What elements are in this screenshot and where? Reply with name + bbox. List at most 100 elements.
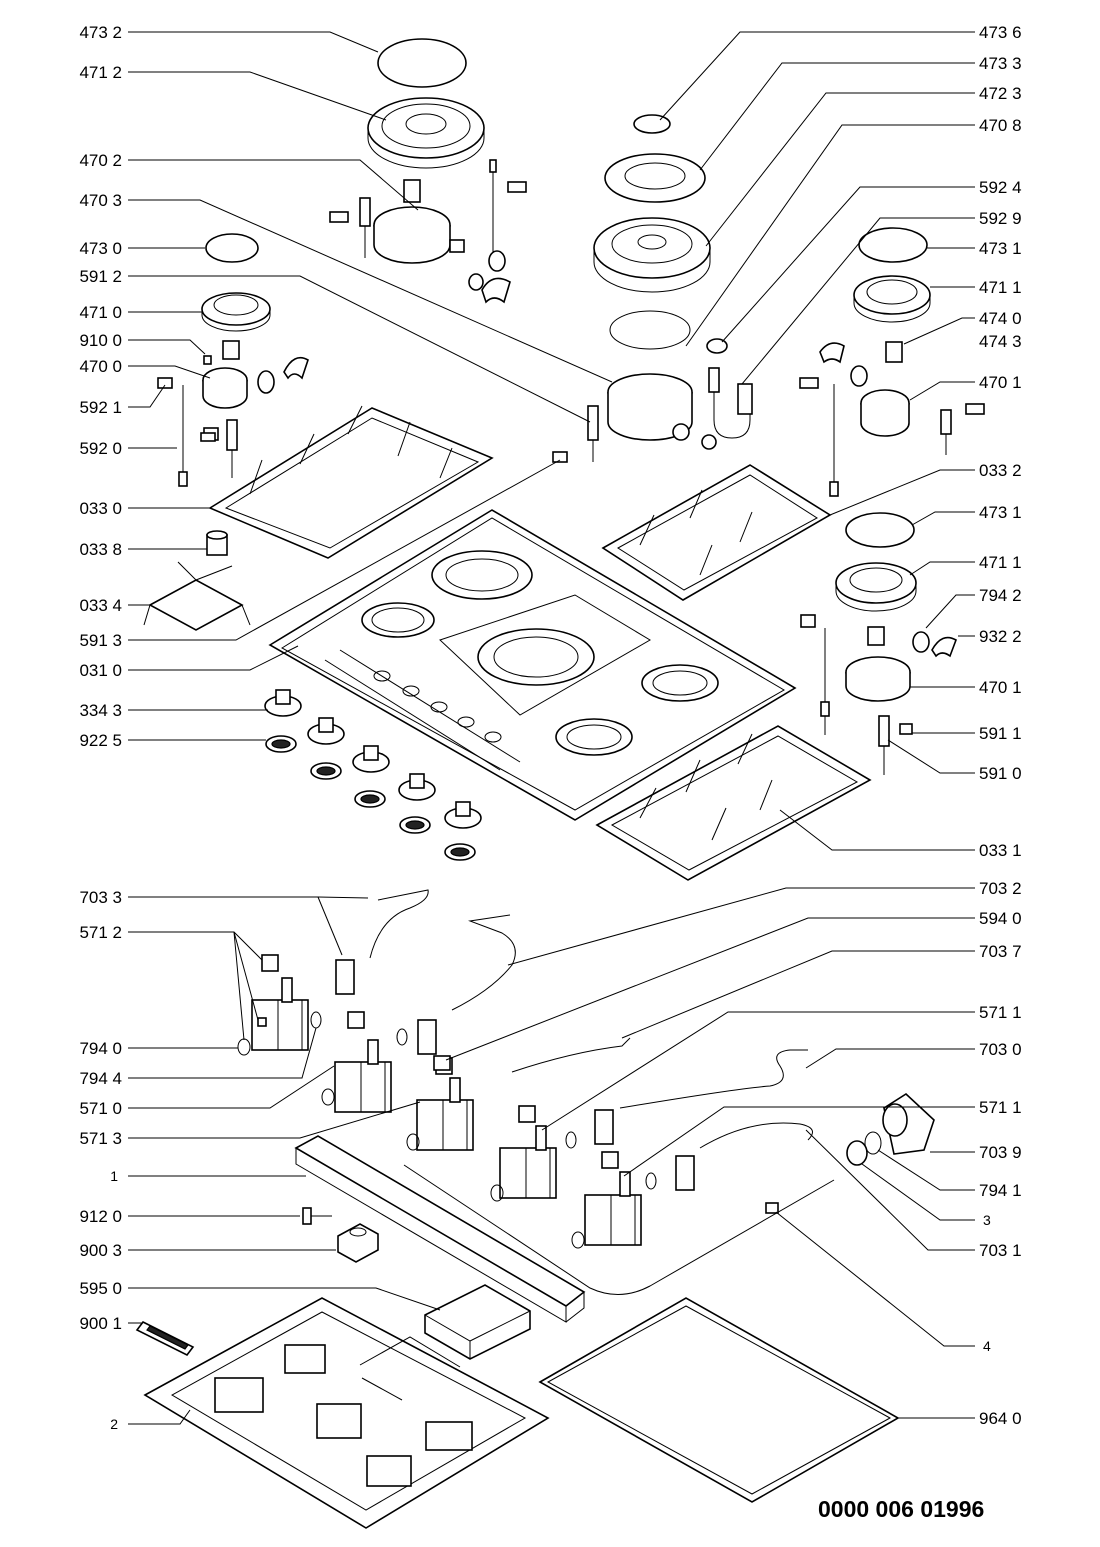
part-label: 591 2 [79, 267, 122, 286]
part-label: 033 2 [979, 461, 1022, 480]
part-label: 1 [110, 1168, 118, 1184]
burner-crown-right-rear [853, 275, 931, 323]
part-label: 571 2 [79, 923, 122, 942]
part-label: 473 1 [979, 503, 1022, 522]
part-label: 594 0 [979, 909, 1022, 928]
part-label: 592 0 [79, 439, 122, 458]
part-label: 470 8 [979, 116, 1022, 135]
burner-cap-right-front [845, 512, 915, 548]
part-label: 473 6 [979, 23, 1022, 42]
screw [302, 1207, 332, 1225]
part-label: 033 4 [79, 596, 122, 615]
part-label: 470 1 [979, 373, 1022, 392]
gas-inlet-elbow [846, 1092, 935, 1166]
knob-spindle-adapter [206, 530, 228, 556]
part-label: 471 2 [79, 63, 122, 82]
burner-crown-small-left [201, 292, 271, 332]
part-label: 912 0 [79, 1207, 122, 1226]
burner-body-left-small [202, 340, 309, 409]
burner-body-right-rear [819, 341, 910, 437]
part-label: 473 1 [979, 239, 1022, 258]
part-label: 3 [983, 1212, 991, 1228]
leader-lines [128, 31, 975, 1425]
part-label: 033 0 [79, 499, 122, 518]
labels-left: 473 2 471 2 470 2 470 3 473 0 591 2 471 … [79, 23, 122, 1432]
valve-clips [335, 959, 695, 1191]
part-label: 592 4 [979, 178, 1022, 197]
part-label: 591 1 [979, 724, 1022, 743]
burner-body-triple [607, 373, 717, 450]
part-label: 472 3 [979, 84, 1022, 103]
gas-valves [237, 954, 695, 1249]
part-label: 703 7 [979, 942, 1022, 961]
gas-pipes [369, 889, 835, 1296]
burner-seal-ring [609, 310, 691, 350]
part-label: 571 1 [979, 1003, 1022, 1022]
part-label: 932 2 [979, 627, 1022, 646]
knob-bezels [265, 735, 476, 861]
hob-top-plate [268, 509, 797, 821]
burner-body-right-front [845, 626, 957, 702]
burner-body-left-rear [373, 179, 465, 264]
part-label: 470 3 [79, 191, 122, 210]
part-label: 470 2 [79, 151, 122, 170]
part-label: 473 2 [79, 23, 122, 42]
part-label: 703 0 [979, 1040, 1022, 1059]
part-label: 703 9 [979, 1143, 1022, 1162]
labels-right: 473 6 473 3 472 3 470 8 592 4 592 9 473 … [979, 23, 1022, 1428]
burner-cap-triple-inner [633, 114, 671, 134]
part-drawings [135, 38, 985, 1529]
part-label: 2 [110, 1416, 118, 1432]
part-label: 591 3 [79, 631, 122, 650]
thermocouple-left-small [157, 377, 238, 487]
part-label: 591 0 [979, 764, 1022, 783]
part-label: 571 1 [979, 1098, 1022, 1117]
burner-cap-large-left [377, 38, 467, 88]
burner-crown-triple [593, 217, 711, 293]
pan-support-left [208, 405, 494, 559]
hob-seal-gasket [538, 1297, 900, 1503]
part-label: 794 0 [79, 1039, 122, 1058]
part-label: 794 1 [979, 1181, 1022, 1200]
part-label: 033 1 [979, 841, 1022, 860]
part-label: 703 2 [979, 879, 1022, 898]
part-label: 571 0 [79, 1099, 122, 1118]
part-label: 592 9 [979, 209, 1022, 228]
ignition-module [424, 1284, 531, 1360]
burner-crown-right-front [835, 562, 917, 612]
part-label: 471 0 [79, 303, 122, 322]
part-label: 031 0 [79, 661, 122, 680]
burner-cap-small-left [205, 233, 259, 263]
part-label: 474 0 [979, 309, 1022, 328]
pan-support-right-front [595, 725, 872, 881]
control-knobs [264, 689, 482, 829]
clamp-block [337, 1223, 379, 1263]
thermocouple-triple [552, 338, 753, 463]
part-label: 470 1 [979, 678, 1022, 697]
part-label: 471 1 [979, 278, 1022, 297]
thermocouple-left-rear [329, 159, 527, 304]
part-label: 571 3 [79, 1129, 122, 1148]
part-label: 473 0 [79, 239, 122, 258]
part-label: 964 0 [979, 1409, 1022, 1428]
part-label: 473 3 [979, 54, 1022, 73]
burner-cap-triple-outer [604, 153, 706, 203]
part-label: 900 3 [79, 1241, 122, 1260]
misc-small-parts [200, 432, 779, 1214]
burner-cap-right-rear [858, 227, 928, 263]
part-label: 900 1 [79, 1314, 122, 1333]
part-label: 471 1 [979, 553, 1022, 572]
part-label: 703 3 [79, 888, 122, 907]
part-label: 334 3 [79, 701, 122, 720]
part-label: 470 0 [79, 357, 122, 376]
rubber-foot-clip [143, 561, 251, 631]
part-label: 794 2 [979, 586, 1022, 605]
fixing-bracket [135, 1320, 195, 1357]
part-label: 592 1 [79, 398, 122, 417]
part-label: 703 1 [979, 1241, 1022, 1260]
pan-support-right-rear [601, 464, 832, 601]
part-label: 910 0 [79, 331, 122, 350]
part-label: 4 [983, 1338, 991, 1354]
gas-manifold-rail [294, 1135, 586, 1323]
